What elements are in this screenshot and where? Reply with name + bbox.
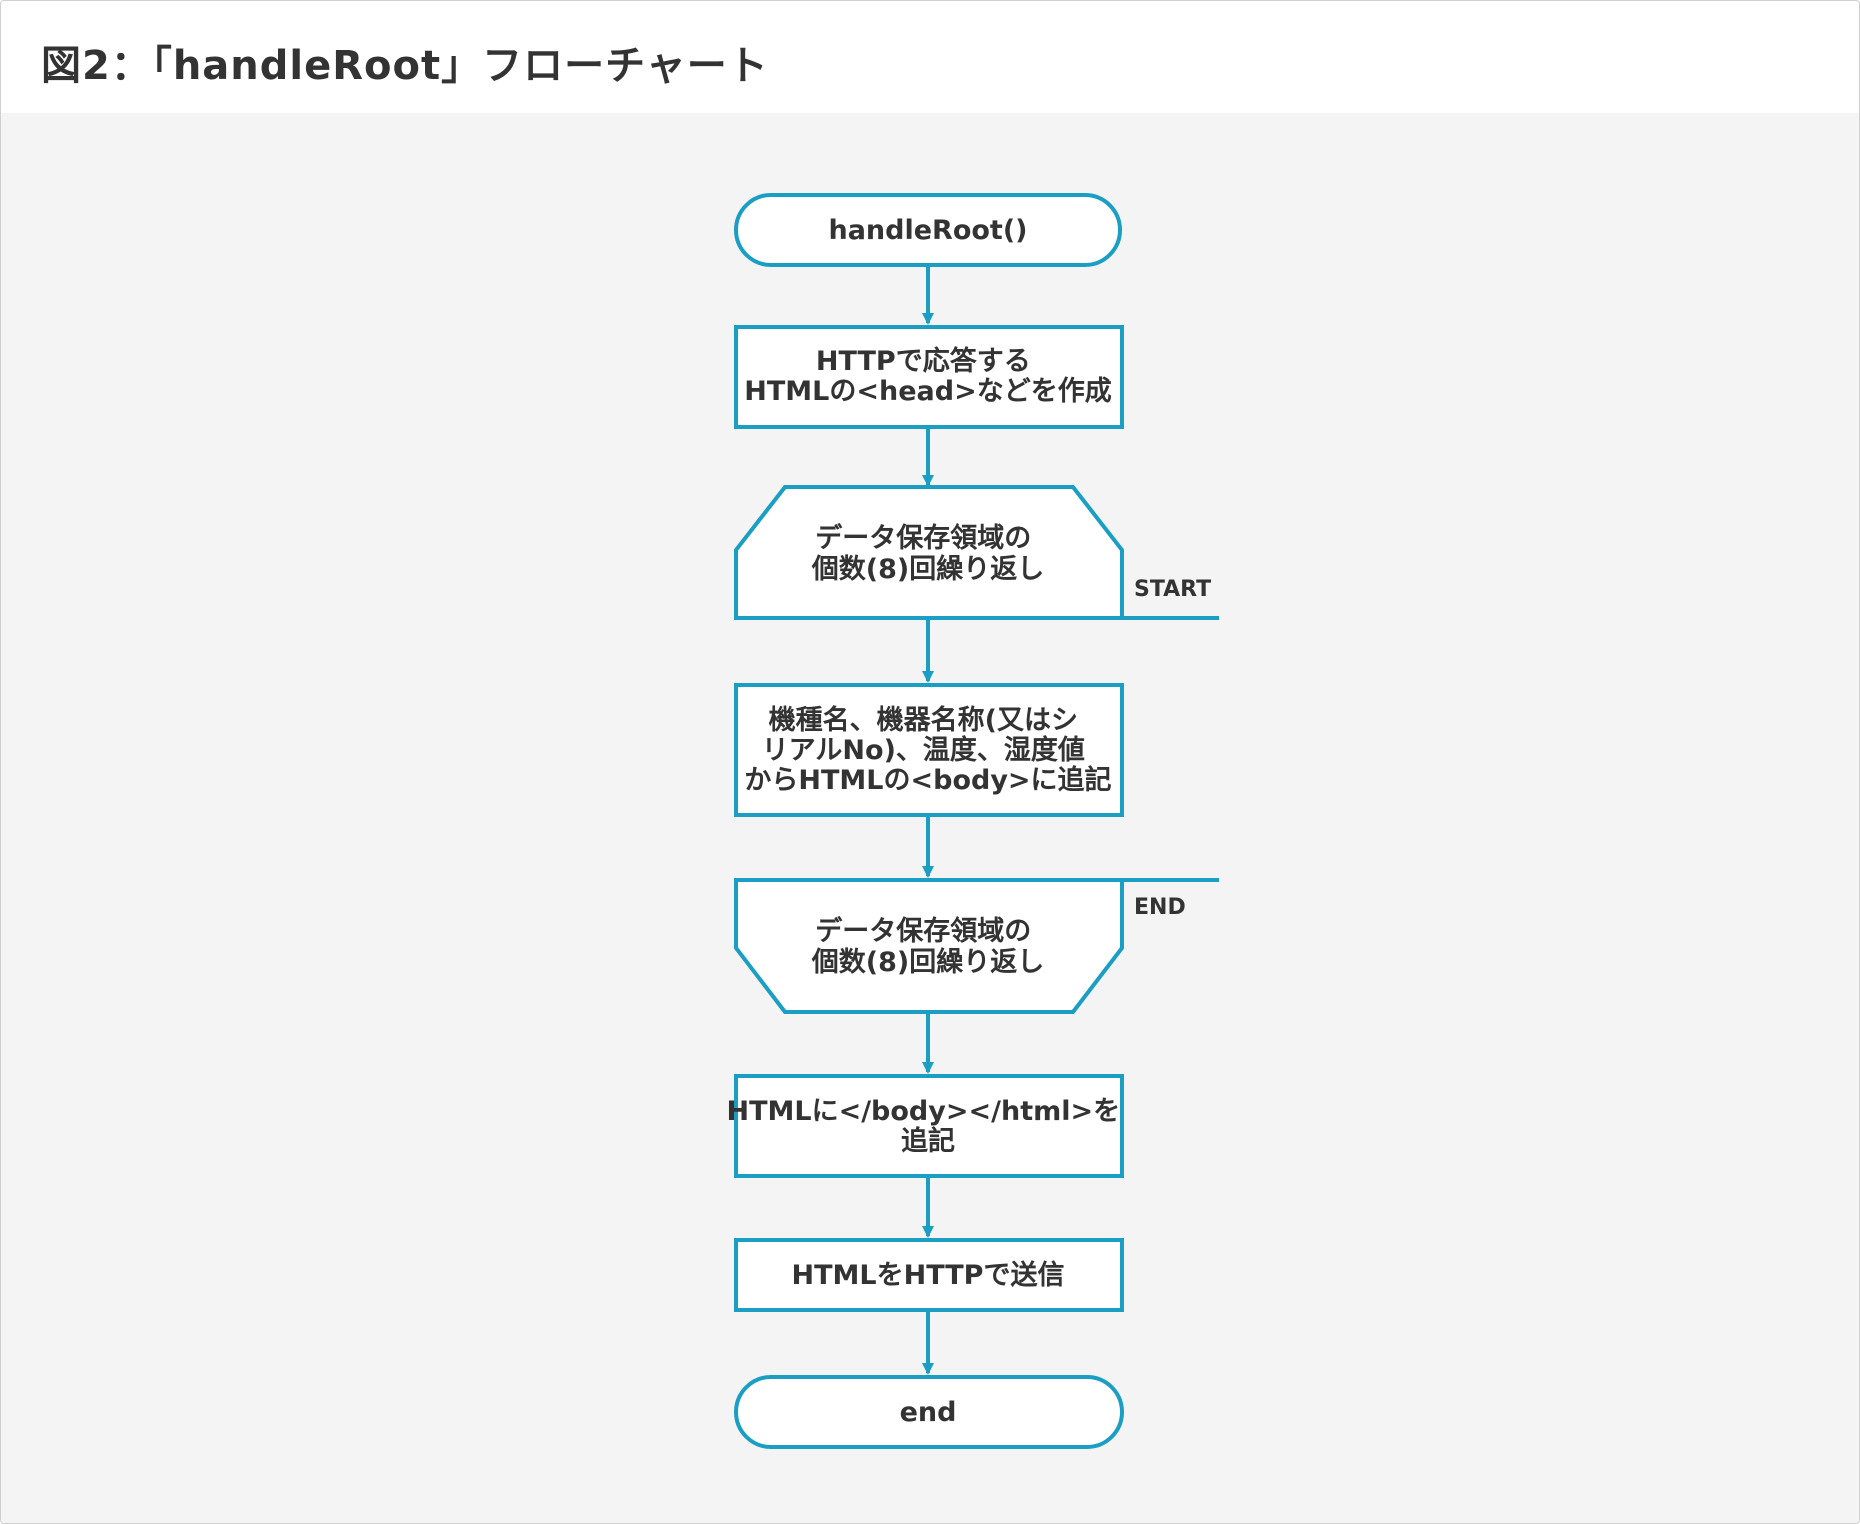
start-label: handleRoot() (828, 215, 1027, 246)
process-append-closing-tags: HTMLに</body></html>を 追記 (726, 1074, 1129, 1178)
loop-end: データ保存領域の 個数(8)回繰り返し END (734, 878, 1219, 1014)
process-box (734, 1074, 1124, 1178)
loop-start-shape (734, 485, 1124, 620)
end-shape (734, 1375, 1124, 1449)
process-label: HTMLをHTTPで送信 (792, 1260, 1065, 1291)
loop-start-label: データ保存領域の 個数(8)回繰り返し (811, 522, 1044, 585)
process-append-body: 機種名、機器名称(又はシ リアルNo)、温度、湿度値 からHTMLの<body>… (734, 683, 1124, 817)
start-terminator: handleRoot() (734, 193, 1122, 267)
end-label: end (900, 1397, 957, 1428)
process-label: HTMLに</body></html>を 追記 (726, 1096, 1129, 1157)
process-box (734, 683, 1124, 817)
loop-end-label: データ保存領域の 個数(8)回繰り返し (811, 915, 1044, 978)
process-create-html-head: HTTPで応答する HTMLの<head>などを作成 (734, 325, 1124, 429)
end-terminator: end (734, 1375, 1124, 1449)
loop-end-shape (734, 878, 1124, 1014)
process-label: HTTPで応答する HTMLの<head>などを作成 (744, 345, 1111, 407)
start-shape (734, 193, 1122, 267)
process-box (734, 325, 1124, 429)
loop-start: データ保存領域の 個数(8)回繰り返し START (734, 485, 1219, 620)
process-box (734, 1238, 1124, 1312)
loop-start-tag: START (1134, 577, 1211, 602)
title-bar: 図2：「handleRoot」フローチャート (1, 1, 1859, 113)
process-label: 機種名、機器名称(又はシ リアルNo)、温度、湿度値 からHTMLの<body>… (744, 704, 1111, 796)
process-send-html: HTMLをHTTPで送信 (734, 1238, 1124, 1312)
figure-title: 図2：「handleRoot」フローチャート (41, 43, 769, 89)
loop-end-tag: END (1134, 895, 1186, 920)
